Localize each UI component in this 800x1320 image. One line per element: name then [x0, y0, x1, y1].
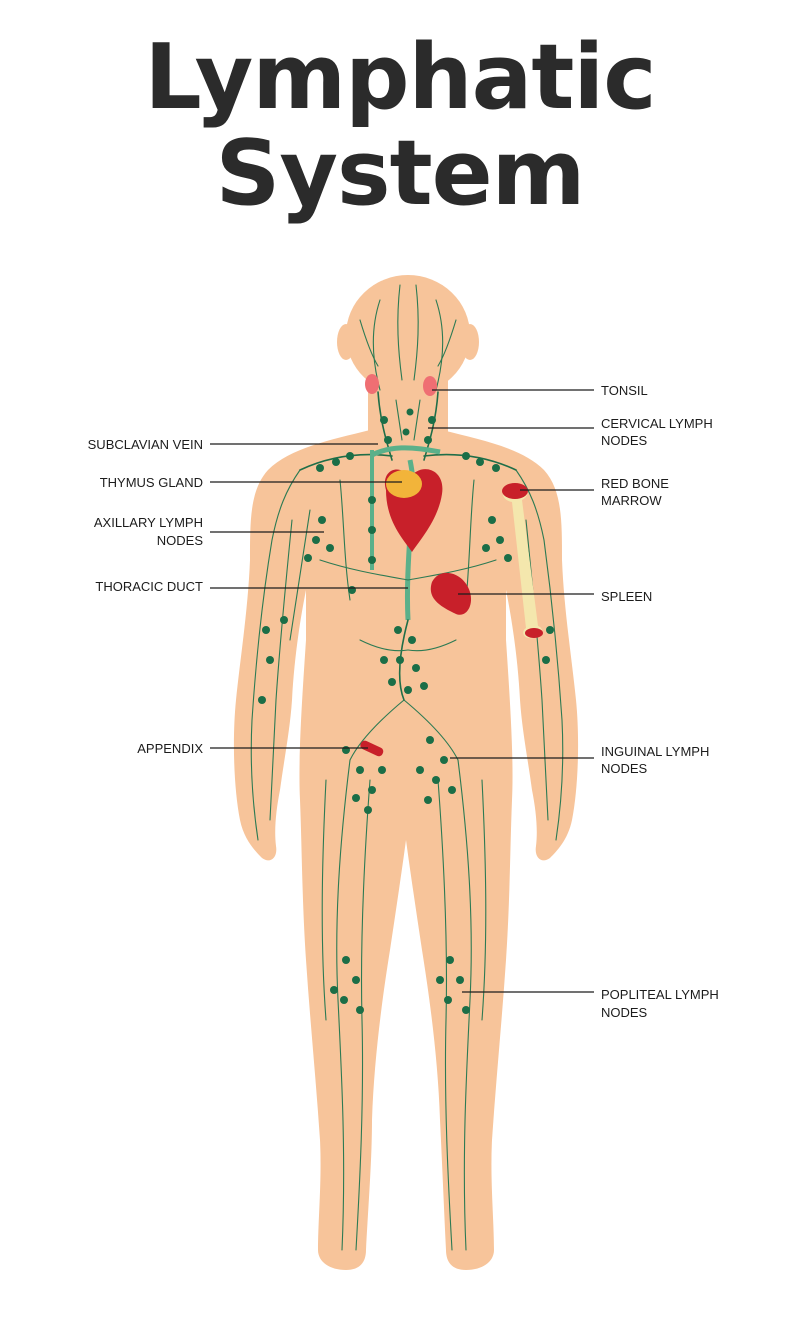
spleen	[430, 572, 472, 615]
label-inguinal-line2: NODES	[601, 761, 648, 776]
tonsil-left	[365, 374, 379, 394]
appendix	[360, 740, 384, 757]
title: Lymphatic System	[0, 30, 800, 222]
title-line-1: Lymphatic	[144, 25, 656, 130]
label-cervical-line2: NODES	[601, 433, 648, 448]
label-thoracic: THORACIC DUCT	[95, 579, 203, 594]
torso-and-limbs	[233, 430, 579, 1270]
lymph-vessels	[250, 284, 564, 1251]
label-axillary-line1: AXILLARY LYMPH	[94, 515, 203, 530]
lymph-nodes	[258, 408, 554, 1014]
label-cervical-line1: CERVICAL LYMPH	[601, 416, 713, 431]
left-ear	[337, 324, 355, 360]
organs	[360, 374, 543, 757]
label-red-bone-line1: RED BONE	[601, 476, 669, 491]
label-appendix: APPENDIX	[137, 741, 203, 756]
right-ear	[461, 324, 479, 360]
leader-lines	[210, 389, 594, 993]
label-axillary-line2: NODES	[157, 533, 204, 548]
title-line-2: System	[215, 121, 586, 226]
label-popliteal-line1: POPLITEAL LYMPH	[601, 987, 719, 1002]
label-subclavian: SUBCLAVIAN VEIN	[88, 437, 203, 452]
label-red-bone-line2: MARROW	[601, 493, 662, 508]
thymus	[386, 470, 422, 498]
humerus-bone	[502, 483, 543, 639]
body-silhouette	[233, 275, 579, 1270]
label-thymus: THYMUS GLAND	[100, 475, 203, 490]
label-tonsil: TONSIL	[601, 383, 648, 398]
label-popliteal-line2: NODES	[601, 1005, 648, 1020]
label-spleen: SPLEEN	[601, 589, 652, 604]
label-inguinal-line1: INGUINAL LYMPH	[601, 744, 709, 759]
tonsil-right	[423, 376, 437, 396]
